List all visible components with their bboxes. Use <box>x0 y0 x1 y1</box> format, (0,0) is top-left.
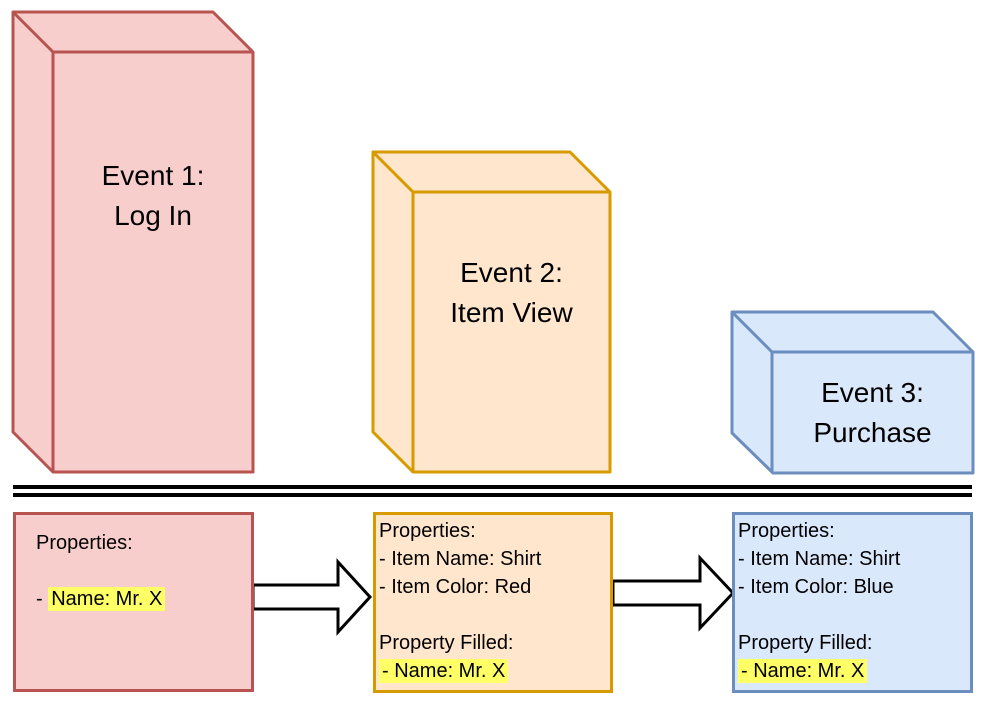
properties-header: Properties: <box>36 532 133 554</box>
property-name-highlight: Name: Mr. X <box>48 587 166 611</box>
baseline-top-line <box>13 485 972 489</box>
properties-header: Properties: <box>379 520 476 542</box>
property-item-color: - Item Color: Red <box>379 576 532 598</box>
property-item-name: - Item Name: Shirt <box>379 548 542 570</box>
cube-event-3 <box>730 310 975 475</box>
properties-box-event-1: Properties: - Name: Mr. X <box>13 512 254 692</box>
properties-box-event-2: Properties: - Item Name: Shirt - Item Co… <box>373 512 613 693</box>
property-name-prefix: - <box>36 588 49 610</box>
cube-event-2-edges <box>371 150 610 472</box>
arrow-2-icon <box>611 554 736 632</box>
property-name-highlight: - Name: Mr. X <box>738 659 868 683</box>
cube-event-2-body <box>371 150 612 474</box>
property-item-name: - Item Name: Shirt <box>738 548 901 570</box>
baseline-bottom-line <box>13 493 972 497</box>
property-filled-header: Property Filled: <box>379 632 514 654</box>
cube-event-1-edges <box>11 10 253 472</box>
cube-event-1-body <box>11 10 255 474</box>
property-name-highlight: - Name: Mr. X <box>379 659 509 683</box>
cube-event-3-edges <box>730 310 973 473</box>
property-name-line: - Name: Mr. X <box>738 657 970 685</box>
property-filled-header: Property Filled: <box>738 632 873 654</box>
properties-header: Properties: <box>738 520 835 542</box>
blank-line <box>379 601 610 629</box>
property-name-line: - Name: Mr. X <box>36 585 251 613</box>
properties-box-event-3: Properties: - Item Name: Shirt - Item Co… <box>732 512 973 693</box>
blank-line <box>738 601 970 629</box>
cube-event-2 <box>371 150 612 474</box>
cube-event-1 <box>11 10 255 474</box>
blank-line <box>36 557 251 585</box>
property-item-color: - Item Color: Blue <box>738 576 894 598</box>
property-name-line: - Name: Mr. X <box>379 657 610 685</box>
cube-event-3-body <box>730 310 975 475</box>
arrow-1-icon <box>251 558 373 636</box>
baseline-double-line <box>13 485 972 497</box>
